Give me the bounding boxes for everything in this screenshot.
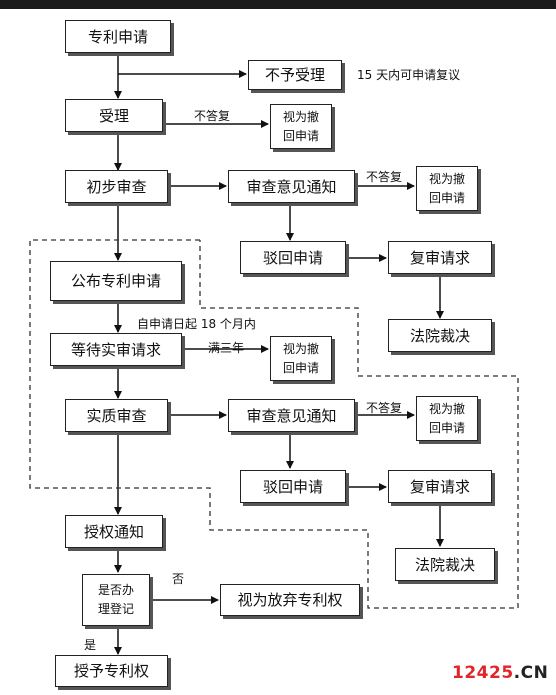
node-label: 公布专利申请 (70, 272, 161, 290)
node-await-substantive-request: 等待实审请求 (50, 333, 182, 366)
node-label: 视为放弃专利权 (237, 591, 343, 609)
node-grant-patent: 授予专利权 (55, 655, 168, 687)
node-deemed-withdrawn-2: 视为撤回申请 (416, 166, 478, 211)
label-no: 否 (172, 572, 185, 586)
node-grant-notice: 授权通知 (65, 515, 163, 548)
node-patent-application: 专利申请 (65, 20, 171, 53)
node-label: 授予专利权 (73, 662, 149, 680)
node-register-decision: 是否办理登记 (82, 574, 150, 626)
node-reexamination-2: 复审请求 (388, 470, 492, 503)
node-label-line1: 视为撤 (282, 109, 319, 124)
node-preliminary-examination: 初步审查 (65, 170, 168, 203)
node-deemed-withdrawn-4: 视为撤回申请 (416, 396, 478, 441)
label-no-reply-2: 不答复 (366, 170, 403, 184)
node-deemed-withdrawn-3: 视为撤回申请 (270, 336, 332, 381)
node-examination-opinion-1: 审查意见通知 (228, 170, 355, 203)
node-label: 驳回申请 (262, 248, 323, 267)
node-label: 驳回申请 (262, 477, 323, 496)
dashed-outline-18-months (29, 239, 519, 609)
node-rejection-2: 驳回申请 (240, 470, 346, 503)
label-three-years: 满三年 (208, 341, 245, 355)
node-deemed-withdrawn-1: 视为撤回申请 (270, 104, 332, 149)
node-label: 受理 (98, 106, 129, 125)
node-label-line1: 是否办 (97, 583, 134, 597)
node-label-line2: 回申请 (428, 190, 465, 205)
node-accepted: 受理 (65, 99, 163, 132)
node-label: 专利申请 (87, 27, 148, 46)
node-label-line1: 视为撤 (282, 341, 319, 356)
node-label-line2: 回申请 (428, 420, 465, 435)
node-label-line1: 视为撤 (428, 401, 465, 416)
label-review-15-days: 15 天内可申请复议 (357, 68, 461, 82)
node-examination-opinion-2: 审查意见通知 (228, 399, 355, 432)
node-label: 授权通知 (83, 522, 144, 541)
node-label-line2: 理登记 (97, 602, 134, 616)
node-label: 法院裁决 (409, 326, 470, 345)
watermark-suffix: .CN (513, 663, 549, 683)
node-label-line2: 回申请 (282, 360, 319, 375)
node-substantive-examination: 实质审查 (65, 399, 168, 432)
top-bar (0, 0, 556, 9)
node-label-line1: 视为撤 (428, 171, 465, 186)
label-no-reply-1: 不答复 (194, 109, 231, 123)
watermark-logo: 12425.CN (452, 663, 548, 683)
watermark-digits: 12425 (452, 663, 514, 683)
node-label: 复审请求 (409, 248, 470, 267)
label-within-18-months: 自申请日起 18 个月内 (137, 317, 256, 331)
node-label: 审查意见通知 (246, 177, 337, 196)
node-label: 审查意见通知 (246, 406, 337, 425)
node-label: 法院裁决 (414, 555, 475, 574)
node-court-ruling-1: 法院裁决 (388, 319, 492, 352)
node-label-line2: 回申请 (282, 128, 319, 143)
node-label: 不予受理 (264, 66, 325, 84)
node-rejection-1: 驳回申请 (240, 241, 346, 274)
label-yes: 是 (84, 638, 97, 652)
node-reexamination-1: 复审请求 (388, 241, 492, 274)
node-label: 等待实审请求 (70, 340, 161, 359)
node-label: 实质审查 (86, 406, 147, 425)
node-label: 复审请求 (409, 477, 470, 496)
label-no-reply-3: 不答复 (366, 401, 403, 415)
node-court-ruling-2: 法院裁决 (395, 548, 495, 581)
node-publish-application: 公布专利申请 (50, 261, 182, 301)
node-not-accepted: 不予受理 (248, 60, 342, 90)
node-deemed-abandoned: 视为放弃专利权 (220, 584, 360, 616)
node-label: 初步审查 (86, 177, 147, 196)
